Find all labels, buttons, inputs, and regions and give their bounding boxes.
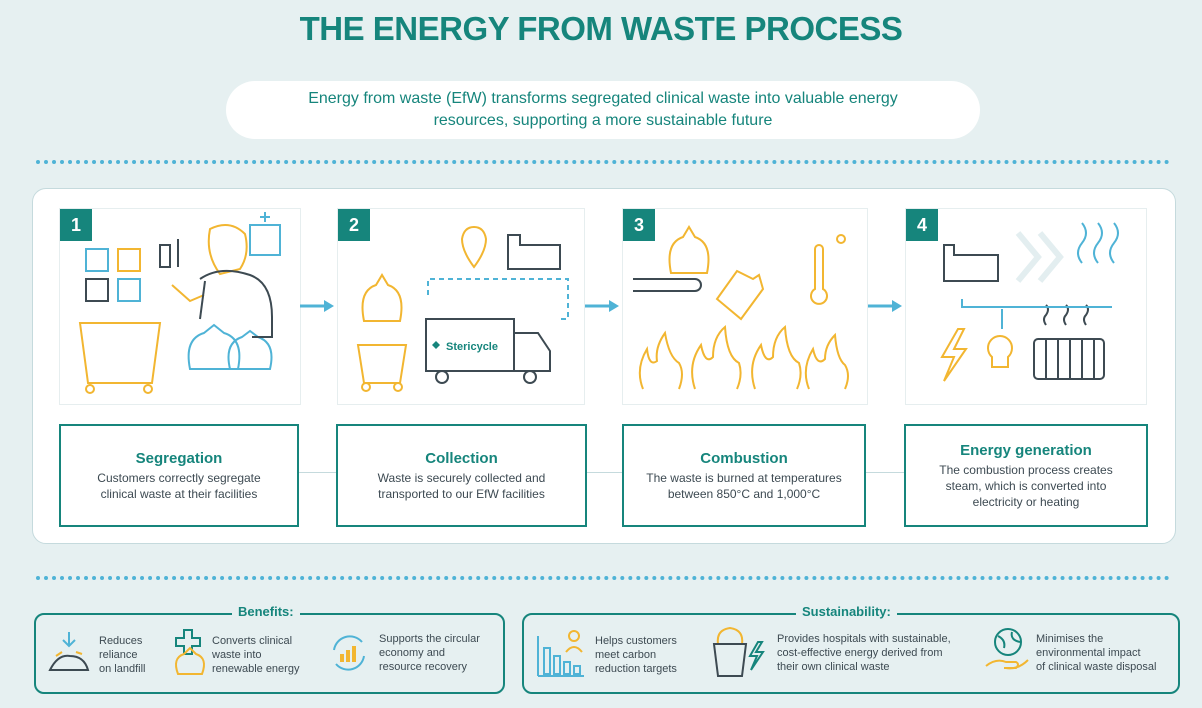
benefit-3-line-3: resource recovery (379, 661, 468, 673)
benefits-title: Benefits: (232, 604, 300, 619)
benefit-1-line-3: on landfill (99, 663, 146, 675)
step-4-desc-2: steam, which is converted into (945, 478, 1107, 493)
intro-line-2: resources, supporting a more sustainable… (433, 112, 773, 129)
benefit-3-line-1: Supports the circular (379, 633, 480, 645)
step-4-desc-3: electricity or heating (972, 494, 1080, 509)
step-4-desc-1: The combustion process creates (939, 462, 1113, 477)
sustain-2-line-1: Provides hospitals with sustainable, (777, 633, 951, 645)
step-4-title: Energy generation (960, 441, 1092, 459)
step-1-box: Segregation Customers correctly segregat… (59, 424, 299, 527)
sustain-2-line-3: their own clinical waste (777, 661, 890, 673)
benefit-2-text: Converts clinical waste into renewable e… (212, 634, 299, 676)
step-2-title: Collection (425, 449, 498, 467)
intro-banner: Energy from waste (EfW) transforms segre… (226, 81, 980, 139)
sustain-2-line-2: cost-effective energy derived from (777, 647, 943, 659)
step-1-number: 1 (60, 209, 92, 241)
step-2-illustration: Stericycle 2 (337, 208, 585, 405)
sustain-3-line-2: environmental impact (1036, 647, 1141, 659)
landfill-icon (48, 632, 90, 671)
waste-bag-icon (175, 629, 205, 675)
step-2-number: 2 (338, 209, 370, 241)
sustain-1-line-3: reduction targets (595, 663, 677, 675)
dotted-divider-bottom (36, 576, 1170, 580)
step-3-number: 3 (623, 209, 655, 241)
page-title: THE ENERGY FROM WASTE PROCESS (299, 10, 903, 47)
combustion-scene-icon (633, 225, 849, 390)
carbon-chart-icon (537, 630, 584, 677)
sustain-3-line-3: of clinical waste disposal (1036, 661, 1157, 673)
benefit-3-text: Supports the circular economy and resour… (379, 632, 480, 674)
circular-economy-icon (333, 635, 365, 671)
step-2-desc-1: Waste is securely collected and (377, 470, 546, 485)
step-1-illustration: 1 (59, 208, 301, 405)
bin-energy-icon (712, 626, 765, 677)
dotted-divider-top (36, 160, 1170, 164)
step-3-desc-1: The waste is burned at temperatures (646, 470, 842, 485)
step-3-title: Combustion (700, 449, 788, 467)
benefit-1-line-1: Reduces (99, 635, 143, 647)
step-1-title: Segregation (135, 449, 223, 467)
benefit-1-text: Reduces reliance on landfill (99, 634, 145, 676)
sustain-1-line-2: meet carbon (595, 649, 657, 661)
benefit-2-line-2: waste into (212, 649, 262, 661)
truck-brand-label: Stericycle (446, 341, 498, 353)
sustain-2-text: Provides hospitals with sustainable, cos… (777, 632, 951, 674)
sustainability-title: Sustainability: (796, 604, 897, 619)
step-3-desc-2: between 850°C and 1,000°C (667, 486, 821, 501)
step-4-illustration: 4 (905, 208, 1147, 405)
arrow-right-icon (300, 300, 334, 312)
sustain-1-line-1: Helps customers (595, 635, 677, 647)
energy-scene-icon (940, 222, 1119, 382)
box-connector-line (296, 472, 908, 473)
arrow-right-icon (868, 300, 902, 312)
benefit-2-line-1: Converts clinical (212, 635, 293, 647)
intro-line-1: Energy from waste (EfW) transforms segre… (308, 90, 898, 107)
globe-hand-icon (985, 628, 1029, 670)
segregation-scene-icon (78, 212, 281, 394)
step-1-desc-2: clinical waste at their facilities (100, 486, 258, 501)
sustain-1-text: Helps customers meet carbon reduction ta… (595, 634, 677, 676)
collection-scene-icon: Stericycle (356, 225, 569, 392)
benefit-2-line-3: renewable energy (212, 663, 300, 675)
step-1-desc-1: Customers correctly segregate (97, 470, 261, 485)
step-4-box: Energy generation The combustion process… (904, 424, 1148, 527)
step-3-illustration: 3 (622, 208, 868, 405)
benefit-3-line-2: economy and (379, 647, 446, 659)
step-4-number: 4 (906, 209, 938, 241)
sustain-3-line-1: Minimises the (1036, 633, 1104, 645)
step-2-box: Collection Waste is securely collected a… (336, 424, 587, 527)
sustain-3-text: Minimises the environmental impact of cl… (1036, 632, 1156, 674)
step-2-desc-2: transported to our EfW facilities (378, 486, 545, 501)
benefit-1-line-2: reliance (99, 649, 138, 661)
step-3-box: Combustion The waste is burned at temper… (622, 424, 866, 527)
arrow-right-icon (585, 300, 619, 312)
